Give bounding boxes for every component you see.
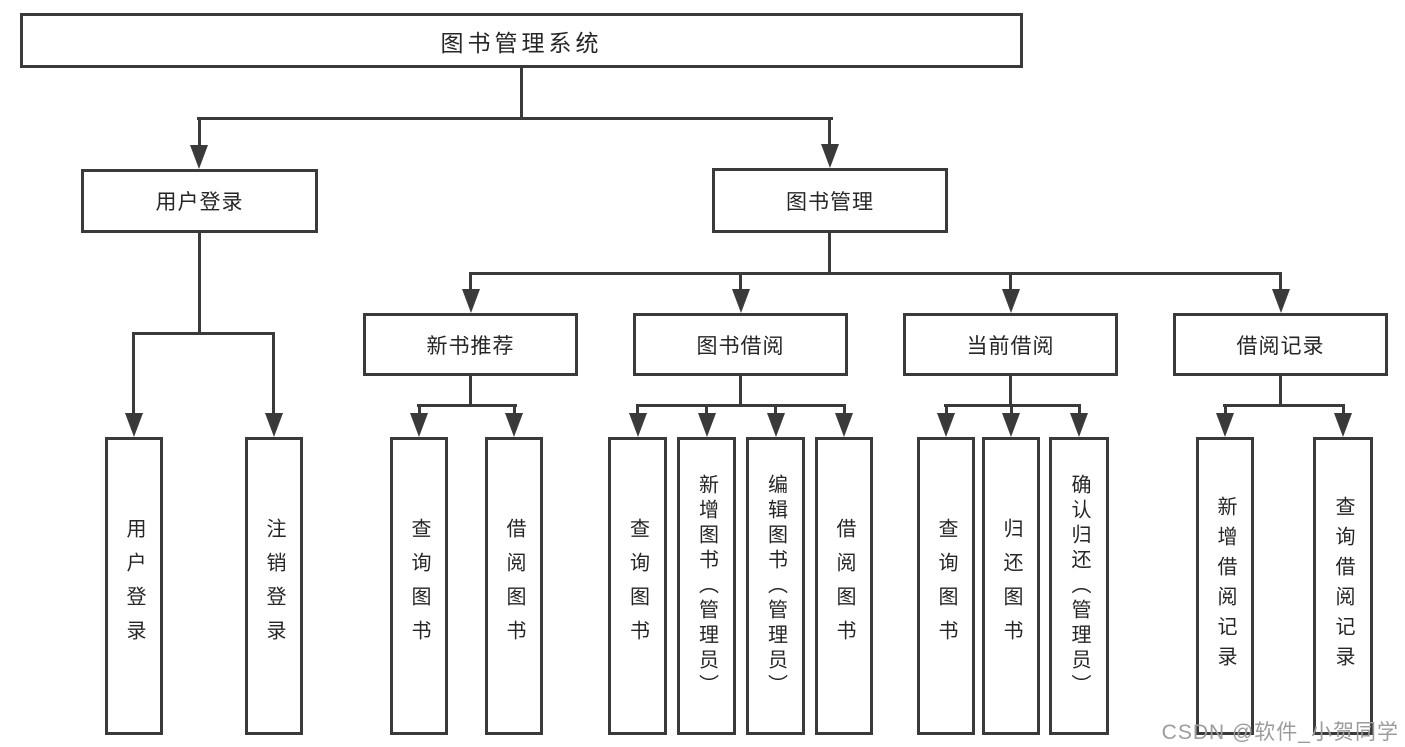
edge-to-book-mgmt-stem: [828, 117, 831, 146]
edge-to-user-login-stem: [198, 117, 201, 147]
leaf-add-book-admin: 新增图书（管理员）: [677, 437, 736, 735]
edge-new-book-stem: [469, 376, 472, 407]
leaf-return-book: 归还图书: [982, 437, 1040, 735]
leaf-borrow-book: 借阅图书: [815, 437, 873, 735]
arrowhead-book-borrow: [732, 289, 750, 313]
edge-leaf-stem: [705, 404, 708, 416]
node-user-login: 用户登录: [81, 169, 318, 233]
arrowhead-current-borrow: [1002, 289, 1020, 313]
edge-current-borrow-stem: [1009, 376, 1012, 407]
edge-leaf-stem: [513, 404, 516, 416]
edge-user-login-hline: [132, 332, 275, 335]
leaf-query-borrow-record: 查询借阅记录: [1313, 437, 1373, 735]
leaf-label: 确认归还（管理员）: [1068, 473, 1090, 699]
leaf-user-login: 用户登录: [105, 437, 163, 735]
leaf-label: 查询图书: [626, 518, 649, 654]
leaf-confirm-return-admin: 确认归还（管理员）: [1049, 437, 1109, 735]
edge-book-mgmt-stem: [828, 233, 831, 275]
edge-leaf-stem: [1078, 404, 1081, 416]
leaf-query-book-recommend: 查询图书: [390, 437, 448, 735]
node-label: 图书管理系统: [440, 29, 603, 56]
edge-to-logout-leaf-stem: [272, 332, 275, 415]
leaf-label: 查询借阅记录: [1332, 496, 1354, 676]
arrowhead-login-leaf: [125, 413, 143, 437]
arrowhead-leaf: [767, 413, 785, 437]
node-book-borrowing: 图书借阅: [633, 313, 848, 376]
edge-root-l2-hline: [197, 117, 833, 120]
leaf-label: 借阅图书: [503, 518, 525, 654]
leaf-label: 借阅图书: [833, 518, 855, 654]
leaf-edit-book-admin: 编辑图书（管理员）: [746, 437, 805, 735]
edge-book-borrow-stem: [739, 376, 742, 407]
edge-borrow-record-hline: [1223, 404, 1345, 407]
edge-to-current-borrow-stem: [1009, 272, 1012, 292]
edge-leaf-stem: [1224, 404, 1227, 416]
arrowhead-leaf: [1334, 413, 1352, 437]
leaf-label: 新增图书（管理员）: [695, 473, 718, 699]
arrowhead-leaf: [1002, 413, 1020, 437]
leaf-logout: 注销登录: [245, 437, 303, 735]
arrowhead-logout-leaf: [265, 413, 283, 437]
edge-to-login-leaf-stem: [132, 332, 135, 415]
arrowhead-leaf: [937, 413, 955, 437]
edge-leaf-stem: [843, 404, 846, 416]
edge-book-mgmt-hline: [469, 272, 1282, 275]
arrowhead-borrow-record: [1272, 289, 1290, 313]
arrowhead-book-mgmt: [821, 144, 839, 168]
arrowhead-user-login: [190, 145, 208, 169]
node-root-library-system: 图书管理系统: [20, 13, 1023, 68]
edge-leaf-stem: [1010, 404, 1013, 416]
edge-leaf-stem: [1342, 404, 1345, 416]
leaf-query-book-borrowing: 查询图书: [608, 437, 667, 735]
edge-user-login-stem: [198, 232, 201, 335]
edge-root-stem: [520, 68, 523, 120]
arrowhead-leaf: [835, 413, 853, 437]
leaf-label: 编辑图书（管理员）: [764, 473, 787, 699]
edge-leaf-stem: [945, 404, 948, 416]
node-current-borrowing: 当前借阅: [903, 313, 1118, 376]
leaf-label: 注销登录: [263, 518, 285, 654]
node-label: 借阅记录: [1236, 334, 1325, 358]
arrowhead-leaf: [1216, 413, 1234, 437]
node-label: 新书推荐: [426, 334, 515, 358]
arrowhead-new-book: [462, 289, 480, 313]
leaf-add-borrow-record: 新增借阅记录: [1196, 437, 1254, 735]
edge-new-book-hline: [417, 404, 517, 407]
edge-to-book-borrow-stem: [739, 272, 742, 292]
node-book-management: 图书管理: [712, 168, 948, 233]
edge-book-borrow-hline: [636, 404, 845, 407]
node-label: 图书借阅: [696, 334, 785, 358]
csdn-watermark: CSDN @软件_小贺同学: [1161, 721, 1399, 744]
node-label: 当前借阅: [966, 334, 1055, 358]
arrowhead-leaf: [629, 413, 647, 437]
edge-leaf-stem: [418, 404, 421, 416]
arrowhead-leaf: [698, 413, 716, 437]
leaf-label: 用户登录: [123, 518, 145, 654]
edge-leaf-stem: [774, 404, 777, 416]
arrowhead-leaf: [410, 413, 428, 437]
edge-to-borrow-record-stem: [1279, 272, 1282, 292]
arrowhead-leaf: [1070, 413, 1088, 437]
edge-leaf-stem: [636, 404, 639, 416]
node-borrowing-records: 借阅记录: [1173, 313, 1388, 376]
leaf-query-book-current: 查询图书: [917, 437, 975, 735]
leaf-label: 新增借阅记录: [1214, 496, 1236, 676]
leaf-label: 归还图书: [1000, 518, 1022, 654]
leaf-label: 查询图书: [935, 518, 957, 654]
node-label: 用户登录: [155, 191, 244, 214]
leaf-borrow-book-recommend: 借阅图书: [485, 437, 543, 735]
arrowhead-leaf: [505, 413, 523, 437]
edge-borrow-record-stem: [1279, 376, 1282, 407]
edge-to-new-book-stem: [469, 272, 472, 292]
node-new-book-recommend: 新书推荐: [363, 313, 578, 376]
node-label: 图书管理: [786, 190, 874, 214]
leaf-label: 查询图书: [408, 518, 430, 654]
